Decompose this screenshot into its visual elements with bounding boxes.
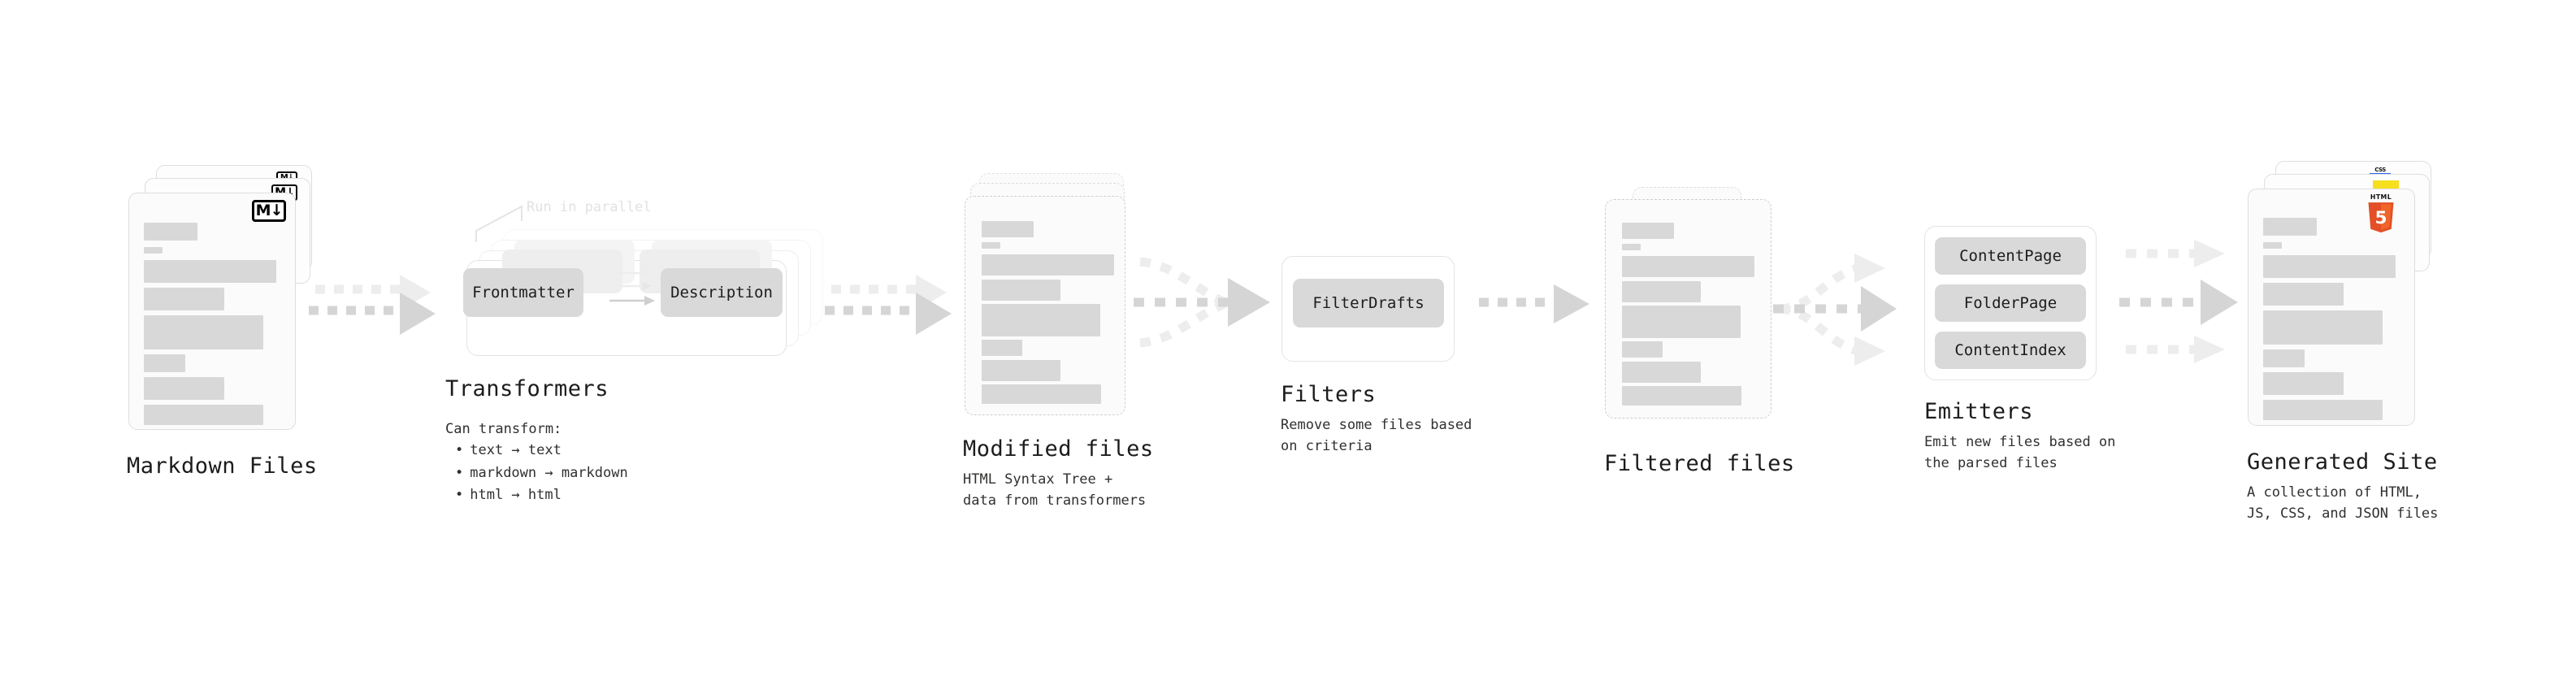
list-item: html → html xyxy=(455,484,628,507)
doc-line xyxy=(2263,242,2282,249)
list-item: text → text xyxy=(455,440,628,462)
arrow-transformers-to-modified xyxy=(825,275,952,335)
html5-icon-number: 5 xyxy=(2375,208,2387,228)
doc-line xyxy=(2263,349,2305,367)
doc-line xyxy=(1622,256,1754,277)
generated-site-caption: A collection of HTML, JS, CSS, and JSON … xyxy=(2247,484,2439,522)
doc-line xyxy=(144,315,263,349)
markdown-icon: M↓ xyxy=(252,200,286,222)
doc-line xyxy=(1622,306,1741,338)
arrow-markdown-to-transformers xyxy=(309,275,436,335)
modified-files-caption: HTML Syntax Tree + data from transformer… xyxy=(963,471,1147,509)
doc-line xyxy=(2263,372,2344,395)
doc-line xyxy=(982,360,1060,381)
doc-line xyxy=(1622,341,1663,358)
transformers-caption-head: Can transform: xyxy=(445,421,562,437)
arrow-emitters-to-site xyxy=(2119,240,2238,363)
doc-line xyxy=(2263,310,2383,345)
emitter-chip-contentindex[interactable]: ContentIndex xyxy=(1935,332,2086,369)
doc-line xyxy=(144,354,185,372)
doc-line xyxy=(982,340,1022,356)
transformer-chip-frontmatter[interactable]: Frontmatter xyxy=(463,268,583,317)
doc-line xyxy=(1622,362,1701,383)
doc-line xyxy=(1622,281,1701,302)
doc-line xyxy=(144,377,224,400)
css3-icon-label: CSS xyxy=(2374,167,2386,173)
list-item: markdown → markdown xyxy=(455,462,627,485)
doc-line xyxy=(2263,283,2344,306)
doc-line xyxy=(982,254,1114,275)
stage-title-emitters: Emitters xyxy=(1924,399,2034,424)
stage-title-filters: Filters xyxy=(1281,382,1377,407)
arrow-filters-to-filtered xyxy=(1479,284,1589,323)
emitter-chip-folderpage[interactable]: FolderPage xyxy=(1935,284,2086,322)
transformer-inner-arrows xyxy=(609,269,655,306)
transformer-chip-description[interactable]: Description xyxy=(661,268,783,317)
doc-line xyxy=(2263,400,2383,420)
doc-line xyxy=(144,288,224,310)
arrow-filtered-to-emitters xyxy=(1773,254,1897,366)
emitter-chip-contentpage[interactable]: ContentPage xyxy=(1935,237,2086,275)
doc-line xyxy=(1622,244,1641,250)
stage-title-generated-site: Generated Site xyxy=(2247,449,2438,475)
html5-icon: HTML 5 xyxy=(2368,193,2394,233)
doc-line xyxy=(982,304,1100,336)
run-in-parallel-label: Run in parallel xyxy=(527,199,652,215)
svg-text:HTML: HTML xyxy=(2370,193,2392,201)
stage-title-markdown-files: Markdown Files xyxy=(127,453,318,479)
doc-line xyxy=(982,221,1034,237)
doc-line xyxy=(1622,223,1674,239)
stage-title-filtered-files: Filtered files xyxy=(1604,451,1795,476)
doc-line xyxy=(982,384,1101,404)
run-in-parallel-bracket xyxy=(475,205,523,242)
doc-line xyxy=(982,280,1060,301)
stage-title-modified-files: Modified files xyxy=(963,436,1154,462)
doc-line xyxy=(144,405,263,425)
doc-line xyxy=(144,247,163,254)
doc-line xyxy=(2263,255,2396,278)
doc-line xyxy=(2263,218,2317,236)
arrow-modified-to-filters xyxy=(1134,257,1270,348)
filters-caption: Remove some files based on criteria xyxy=(1281,417,1472,454)
emitters-caption: Emit new files based on the parsed files xyxy=(1924,434,2116,471)
transformers-bullet-list: text → text markdown → markdown html → h… xyxy=(455,440,628,507)
doc-line xyxy=(144,260,276,283)
filter-chip-filterdrafts[interactable]: FilterDrafts xyxy=(1293,279,1444,327)
doc-line xyxy=(144,223,197,241)
doc-line xyxy=(982,242,1000,249)
doc-line xyxy=(1622,386,1741,406)
stage-title-transformers: Transformers xyxy=(445,376,609,401)
